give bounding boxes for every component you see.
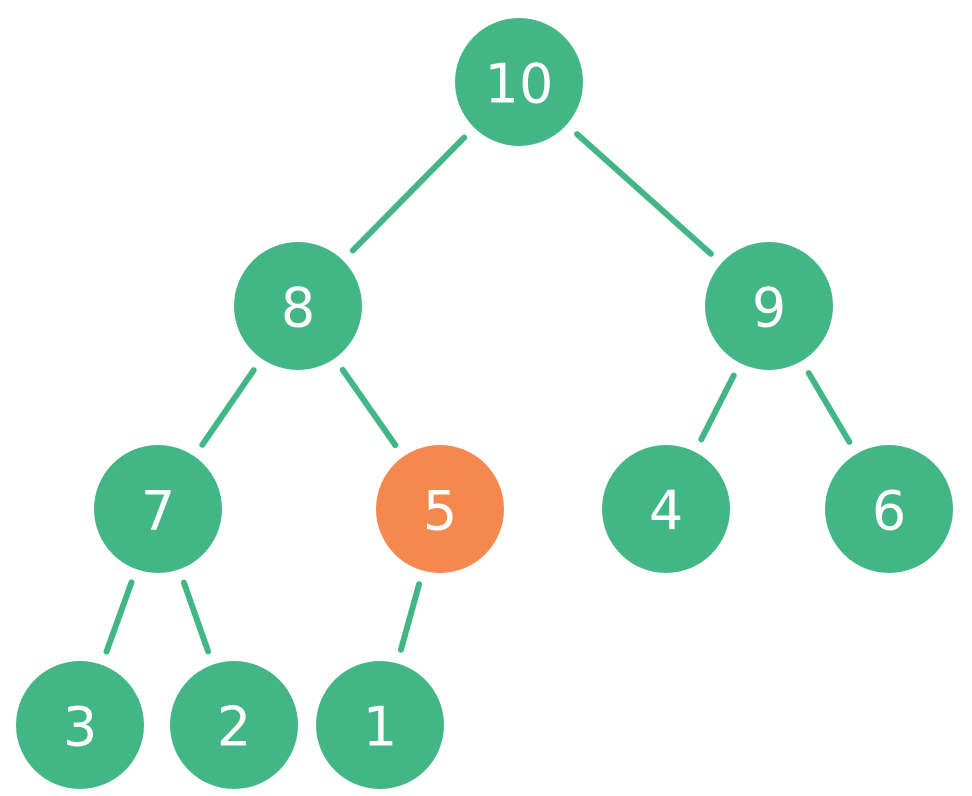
node-1: 1: [316, 661, 444, 789]
node-4: 4: [602, 445, 730, 573]
node-8: 8: [234, 242, 362, 370]
node-label: 7: [141, 480, 175, 543]
node-circle: [16, 661, 144, 789]
node-circle: [234, 242, 362, 370]
node-label: 8: [281, 277, 315, 340]
node-label: 10: [485, 53, 554, 116]
edge-5-1: [397, 581, 423, 653]
node-9: 9: [705, 242, 833, 370]
node-circle: [376, 445, 504, 573]
node-circle: [825, 445, 953, 573]
nodes-layer: 10 8 9 7 5 4 6 3 2 1: [16, 18, 953, 789]
edge-8-5: [339, 366, 399, 449]
edge-9-4: [698, 372, 737, 443]
node-label: 6: [872, 480, 906, 543]
edge-8-7: [199, 367, 257, 448]
node-circle: [170, 661, 298, 789]
node-label: 9: [752, 277, 786, 340]
node-circle: [94, 445, 222, 573]
node-circle: [602, 445, 730, 573]
node-2: 2: [170, 661, 298, 789]
node-label: 4: [649, 480, 683, 543]
edges-layer: [103, 131, 853, 655]
node-10: 10: [455, 18, 583, 146]
edge-7-2: [180, 579, 212, 655]
edge-9-6: [805, 370, 853, 445]
node-circle: [705, 242, 833, 370]
edge-7-3: [103, 579, 135, 655]
node-label: 1: [363, 696, 397, 759]
node-label: 3: [63, 696, 97, 759]
node-7: 7: [94, 445, 222, 573]
edge-10-9: [574, 131, 714, 257]
node-circle: [316, 661, 444, 789]
node-5: 5: [376, 445, 504, 573]
node-circle: [455, 18, 583, 146]
node-6: 6: [825, 445, 953, 573]
node-label: 2: [217, 696, 251, 759]
node-label: 5: [423, 480, 457, 543]
edge-10-8: [349, 134, 468, 254]
node-3: 3: [16, 661, 144, 789]
